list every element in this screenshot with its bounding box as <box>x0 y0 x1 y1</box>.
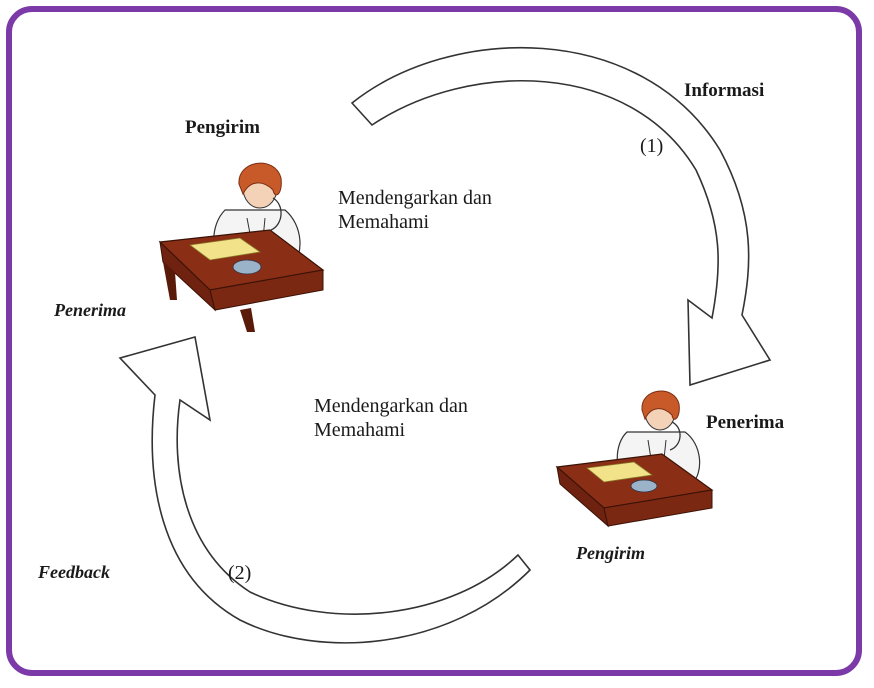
receiver-label-right: Penerima <box>706 412 785 433</box>
receiver-label-left: Penerima <box>54 300 126 320</box>
listen-mid-line-1: Mendengarkan dan <box>314 395 468 417</box>
step-1-label: (1) <box>640 135 664 157</box>
feedback-label: Feedback <box>38 562 110 582</box>
information-arrow <box>350 46 772 387</box>
step-2-label: (2) <box>228 562 252 584</box>
feedback-arrow <box>118 335 532 644</box>
sender-label-bottom: Pengirim <box>576 543 646 563</box>
listen-mid-line-2: Memahami <box>314 419 406 441</box>
sender-person-illustration <box>158 162 325 332</box>
listen-top-line-2: Memahami <box>338 211 430 233</box>
information-label: Informasi <box>684 80 765 101</box>
receiver-person-illustration <box>555 390 714 528</box>
listen-top-line-1: Mendengarkan dan <box>338 187 492 209</box>
listen-understand-top: Mendengarkan dan Memahami <box>338 186 492 234</box>
listen-understand-middle: Mendengarkan dan Memahami <box>314 394 468 442</box>
sender-label-top: Pengirim <box>185 117 260 138</box>
